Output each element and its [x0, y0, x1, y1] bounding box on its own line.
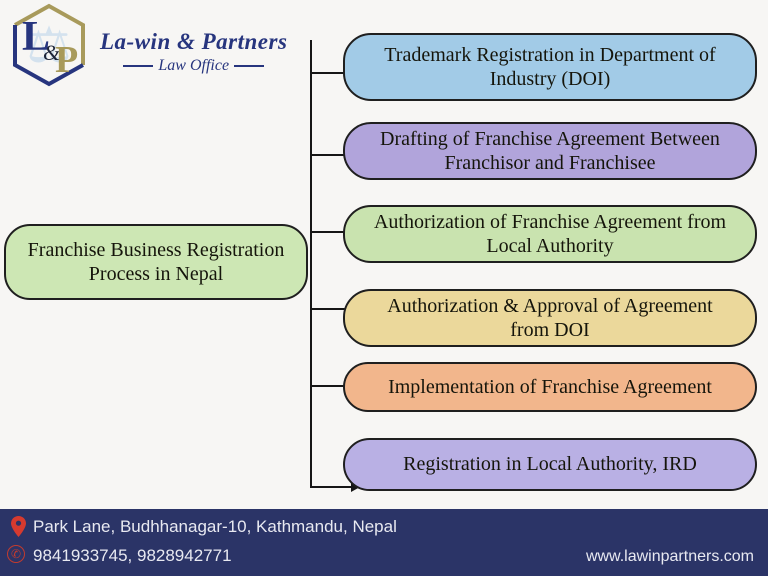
phone-glyph: ✆ — [10, 547, 22, 561]
step-node-authorization-local-authority: Authorization of Franchise Agreement fro… — [343, 205, 757, 263]
monogram-l: L — [22, 14, 50, 60]
footer-address: Park Lane, Budhhanagar-10, Kathmandu, Ne… — [33, 517, 397, 536]
footer-website: www.lawinpartners.com — [585, 548, 754, 565]
hexagon-border-gold — [14, 3, 85, 65]
subtitle-dash-left — [123, 65, 154, 67]
hexagon-border-navy — [13, 25, 84, 87]
monogram-p: P — [55, 39, 78, 81]
footer-phone-numbers: 9841933745, 9828942771 — [33, 546, 232, 565]
brand-subtitle: Law Office — [158, 57, 230, 74]
subtitle-dash-right — [234, 65, 265, 67]
brand-subtitle-row: Law Office — [100, 57, 287, 75]
step-node-implementation: Implementation of Franchise Agreement — [343, 362, 757, 412]
connector-trunk-line — [310, 40, 312, 487]
brand-name: La-win & Partners — [100, 29, 288, 54]
brand-logo: ⚖ L & P La-win & Partners Law Office — [8, 2, 287, 88]
root-node-franchise-process: Franchise Business Registration Process … — [4, 224, 308, 300]
brand-text: La-win & Partners Law Office — [100, 15, 287, 75]
contact-footer: Park Lane, Budhhanagar-10, Kathmandu, Ne… — [0, 509, 768, 576]
step-node-trademark-registration: Trademark Registration in Department of … — [343, 33, 757, 101]
phone-icon: ✆ — [7, 545, 25, 563]
lp-hexagon-monogram-icon: ⚖ L & P — [13, 3, 85, 87]
location-pin-icon — [11, 516, 26, 537]
connector-arrow-6 — [310, 482, 360, 492]
monogram-amp: & — [43, 40, 61, 65]
step-node-registration-ird: Registration in Local Authority, IRD — [343, 438, 757, 491]
step-node-drafting-agreement: Drafting of Franchise Agreement Between … — [343, 122, 757, 180]
scales-of-justice-watermark-icon: ⚖ — [27, 17, 72, 73]
step-node-authorization-approval-doi: Authorization & Approval of Agreement fr… — [343, 289, 757, 347]
